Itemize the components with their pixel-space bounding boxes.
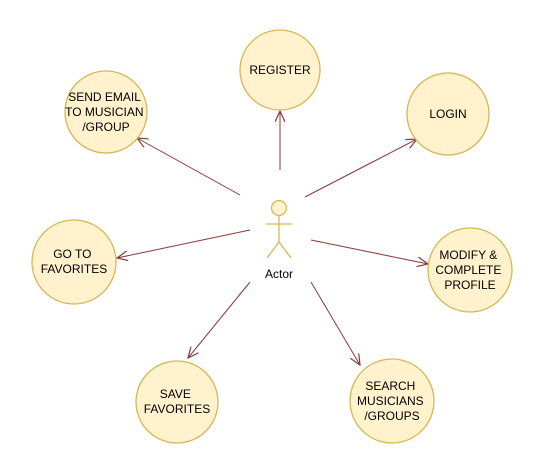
usecase-login-ellipse xyxy=(406,72,490,156)
usecase-register[interactable]: REGISTER xyxy=(239,29,321,111)
usecase-send-email-ellipse xyxy=(64,70,148,154)
usecase-send-email-line-2: TO MUSICIAN xyxy=(65,105,143,119)
usecase-modify-profile-line-2: COMPLETE xyxy=(435,263,501,277)
usecase-search-musicians-line-2: MUSICIANS xyxy=(357,394,424,408)
actor-left-leg xyxy=(266,241,280,259)
usecase-login-line-1: LOGIN xyxy=(429,107,466,121)
usecase-send-email-line-3: /GROUP xyxy=(82,120,129,134)
usecase-send-email-line-1: SEND EMAIL xyxy=(68,90,141,104)
usecase-login[interactable]: LOGIN xyxy=(406,72,490,156)
usecase-modify-profile-ellipse xyxy=(427,227,513,313)
edge-actor-to-modify-profile xyxy=(310,239,428,264)
actor-head xyxy=(270,199,288,217)
usecase-search-musicians-label: SEARCH MUSICIANS /GROUPS xyxy=(357,379,427,423)
usecase-go-to-favorites-line-2: FAVORITES xyxy=(41,262,107,276)
usecase-go-to-favorites-line-1: GO TO xyxy=(53,247,91,261)
edges-layer xyxy=(117,111,428,365)
usecase-save-favorites[interactable]: SAVE FAVORITES xyxy=(135,360,219,444)
usecase-save-favorites-line-2: FAVORITES xyxy=(144,402,210,416)
usecase-modify-profile-line-1: MODIFY & xyxy=(439,248,497,262)
usecase-go-to-favorites-label: GO TO FAVORITES xyxy=(41,247,107,276)
usecase-search-musicians-line-1: SEARCH xyxy=(365,379,415,393)
usecase-save-favorites-line-1: SAVE xyxy=(160,387,191,401)
edge-actor-to-search-musicians xyxy=(310,281,360,365)
usecase-register-ellipse xyxy=(239,29,321,111)
usecase-modify-profile-label: MODIFY & COMPLETE PROFILE xyxy=(435,248,504,292)
usecase-modify-profile[interactable]: MODIFY & COMPLETE PROFILE xyxy=(427,227,513,313)
usecase-save-favorites-label: SAVE FAVORITES xyxy=(144,387,210,416)
usecase-modify-profile-line-3: PROFILE xyxy=(444,278,495,292)
usecase-go-to-favorites-ellipse xyxy=(31,219,117,305)
usecase-login-label: LOGIN xyxy=(429,107,466,121)
usecase-save-favorites-ellipse xyxy=(135,360,219,444)
usecase-go-to-favorites[interactable]: GO TO FAVORITES xyxy=(31,219,117,305)
usecase-search-musicians-ellipse xyxy=(349,358,435,444)
actor[interactable]: Actor xyxy=(265,199,293,282)
usecase-send-email[interactable]: SEND EMAIL TO MUSICIAN /GROUP xyxy=(64,70,148,154)
edge-actor-to-send-email xyxy=(137,138,241,196)
edge-actor-to-login xyxy=(304,139,417,198)
edge-actor-to-go-to-favorites xyxy=(117,229,251,258)
usecase-register-line-1: REGISTER xyxy=(249,63,311,77)
actor-right-leg xyxy=(278,241,292,259)
usecase-search-musicians-line-3: /GROUPS xyxy=(364,409,419,423)
usecase-send-email-label: SEND EMAIL TO MUSICIAN /GROUP xyxy=(65,90,147,134)
usecase-search-musicians[interactable]: SEARCH MUSICIANS /GROUPS xyxy=(349,358,435,444)
usecase-register-label: REGISTER xyxy=(249,63,311,77)
actor-label: Actor xyxy=(265,267,293,281)
edge-actor-to-save-favorites xyxy=(188,281,251,358)
